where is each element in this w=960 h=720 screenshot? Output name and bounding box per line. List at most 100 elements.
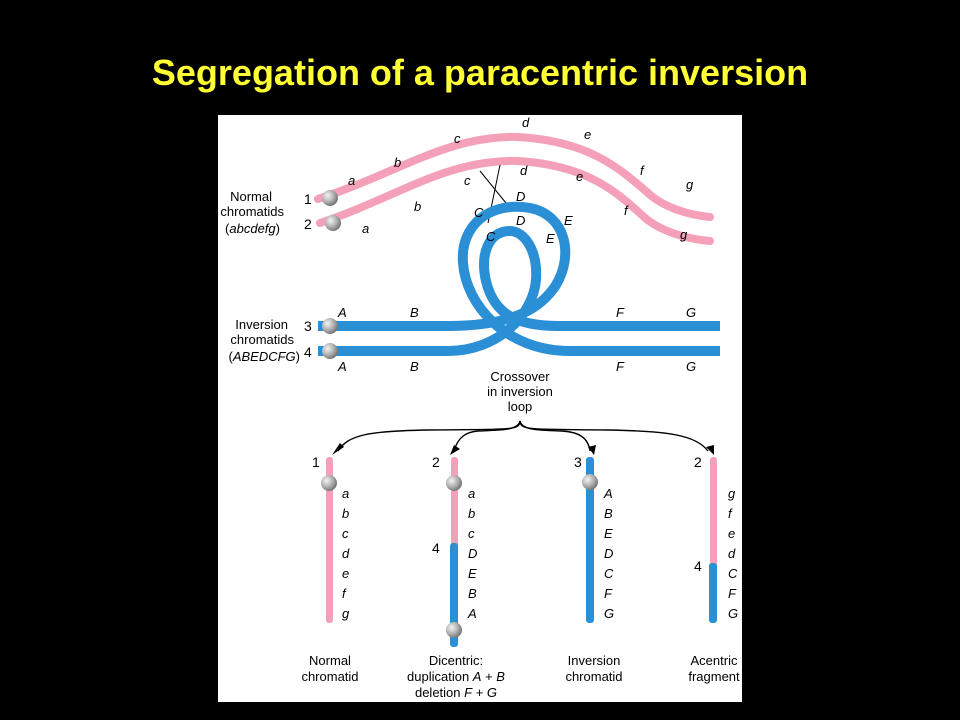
p3-gene-1: B [604,506,613,521]
p4-gene-1: f [728,506,733,521]
p4-gene-6: G [728,606,738,621]
p1-gene-5: f [342,586,347,601]
gene-s1-0: a [348,173,355,188]
p3-gene-2: E [604,526,613,541]
slide-title: Segregation of a paracentric inversion [151,52,809,93]
product-4-caption-line1: Acentric [691,653,738,668]
gene-s3-0: A [337,305,347,320]
product-4-number-lower: 4 [694,558,702,574]
loop-gene-inner-d: D [516,213,525,228]
product-2-centromere-bottom [446,622,462,638]
gene-s3-2: F [616,305,625,320]
gene-s1-6: g [686,177,694,192]
loop-gene-inner-e: E [546,231,555,246]
inversion-chromatid-4 [318,225,720,356]
gene-s2-2: c [464,173,471,188]
gene-s1-4: e [584,127,591,142]
gene-s2-4: e [576,169,583,184]
inversion-label-line1: Inversion [235,317,288,332]
product-2-number-lower: 4 [432,540,440,556]
gene-s1-2: c [454,131,461,146]
crossover-label-line1: Crossover [490,369,550,384]
product-2-blue-segment [450,543,458,647]
strand-number-1: 1 [304,191,312,207]
p4-gene-0: g [728,486,736,501]
loop-gene-outer-d: D [516,189,525,204]
crossover-label-line2: in inversion [487,384,553,399]
product-1-caption-line1: Normal [309,653,351,668]
centromere-1 [322,190,338,206]
gene-s4-1: B [410,359,419,374]
product-1-chromatid [326,457,333,623]
inversion-diagram: Normal chromatids (abcdefg) 1 2 a b c d … [220,115,740,700]
product-4-pink-segment [710,457,717,567]
p3-gene-5: F [604,586,613,601]
strand-number-2: 2 [304,216,312,232]
product-3-genes: A B E D C F G [603,486,614,621]
centromere-2 [325,215,341,231]
p1-gene-1: b [342,506,349,521]
product-1-number: 1 [312,454,320,470]
gene-s1-3: d [522,115,530,130]
product-1-caption-line2: chromatid [301,669,358,684]
p1-gene-4: e [342,566,349,581]
gene-s2-5: f [624,203,629,218]
segregation-arrows [337,420,709,452]
gene-s4-3: G [686,359,696,374]
gene-s3-3: G [686,305,696,320]
gene-s4-0: A [337,359,347,374]
product-2-caption-line3: deletion F + G [415,685,497,700]
normal-chromatid-2 [316,156,714,245]
centromere-4 [322,343,338,359]
p2-gene-0: a [468,486,475,501]
normal-chromatid-1 [314,132,714,221]
strand-number-4: 4 [304,344,312,360]
crossover-label-line3: loop [508,399,533,414]
product-1-genes: a b c d e f g [342,486,350,621]
p4-gene-4: C [728,566,738,581]
gene-s2-3: d [520,163,528,178]
p1-gene-2: c [342,526,349,541]
loop-gene-outer-e: E [564,213,573,228]
product-4-number: 2 [694,454,702,470]
p1-gene-0: a [342,486,349,501]
gene-s2-6: g [680,227,688,242]
p1-gene-3: d [342,546,350,561]
centromere-3 [322,318,338,334]
product-4-blue-segment [709,563,717,623]
gene-s1-5: f [640,163,645,178]
figure-panel: Normal chromatids (abcdefg) 1 2 a b c d … [218,115,742,702]
product-2-number: 2 [432,454,440,470]
p4-gene-3: d [728,546,736,561]
normal-label-line2: chromatids [220,204,284,219]
product-4-caption-line2: fragment [688,669,740,684]
product-2-pink-segment [451,457,458,547]
inversion-chromatid-3 [318,201,720,356]
loop-gene-inner-c: C [486,229,496,244]
p1-gene-6: g [342,606,350,621]
arrowheads [332,443,714,455]
inversion-label-genotype: (ABEDCFG) [228,349,300,364]
product-2-caption-line1: Dicentric: [429,653,483,668]
p2-gene-5: B [468,586,477,601]
product-3-number: 3 [574,454,582,470]
gene-s4-2: F [616,359,625,374]
p3-gene-3: D [604,546,613,561]
strand-number-3: 3 [304,318,312,334]
product-2-genes: a b c D E B A [467,486,477,621]
loop-gene-outer-c: C [474,205,484,220]
product-3-caption-line2: chromatid [565,669,622,684]
gene-s2-0: a [362,221,369,236]
product-2-centromere-top [446,475,462,491]
product-3-chromatid [586,457,594,623]
inversion-label-line2: chromatids [230,332,294,347]
p2-gene-4: E [468,566,477,581]
product-4-genes: g f e d C F G [728,486,738,621]
p2-gene-3: D [468,546,477,561]
p4-gene-5: F [728,586,737,601]
gene-s2-1: b [414,199,421,214]
p2-gene-2: c [468,526,475,541]
p2-gene-6: A [467,606,477,621]
gene-s1-1: b [394,155,401,170]
normal-label-genotype: (abcdefg) [225,221,280,236]
